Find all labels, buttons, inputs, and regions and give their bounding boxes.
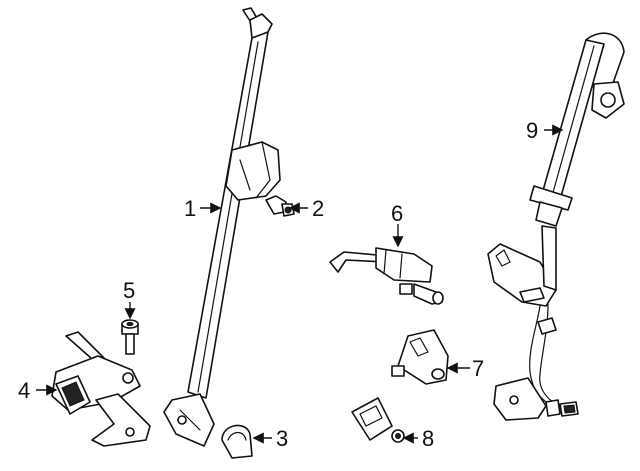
callout-labels: 1 2 3 4 5 6 7 8 9: [18, 118, 538, 451]
callout-6: 6: [391, 201, 403, 226]
callout-7: 7: [472, 356, 484, 381]
callout-4: 4: [18, 378, 30, 403]
part-5-bolt: [121, 319, 139, 355]
part-8-tongue: [351, 397, 405, 443]
part-4-buckle-mount: [51, 331, 151, 447]
part-7-bracket: [391, 329, 449, 385]
callout-1: 1: [184, 196, 196, 221]
part-1-front-belt-assembly: [163, 7, 281, 447]
part-3-cover: [221, 424, 253, 459]
part-6-pretensioner: [329, 247, 444, 305]
part-9-rear-belt-assembly: [487, 32, 625, 421]
callout-3: 3: [276, 426, 288, 451]
callout-8: 8: [422, 426, 434, 451]
callout-2: 2: [312, 196, 324, 221]
callout-5: 5: [123, 278, 135, 303]
callout-arrows: [36, 124, 564, 444]
part-2-bolt: [265, 195, 295, 217]
callout-9: 9: [526, 118, 538, 143]
